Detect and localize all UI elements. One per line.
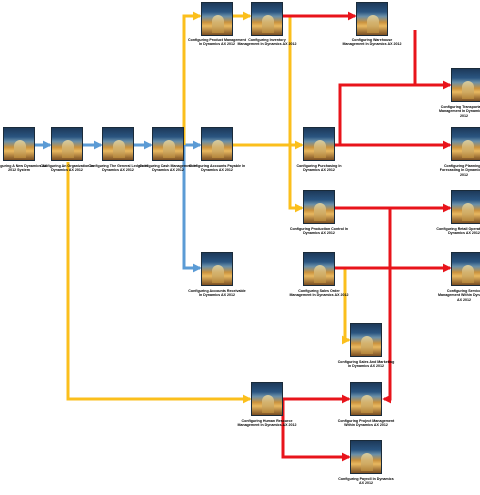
yellow-connector-10: [335, 266, 351, 345]
book-cover-sales-marketing: [350, 323, 382, 357]
book-cover-organization: [51, 127, 83, 161]
caption-service-management: Configuring Service Management Within Dy…: [438, 289, 480, 302]
caption-payroll: Configuring Payroll In Dynamics AX 2012: [338, 477, 394, 486]
caption-retail-operations: Configuring Retail Operations In Dynamic…: [436, 227, 480, 236]
caption-general-ledger: Configuring The General Ledger In Dynami…: [88, 164, 148, 173]
book-cover-warehouse-management: [356, 2, 388, 36]
caption-new-system: Configuring A New Dynamics AX 2012 Syste…: [0, 164, 47, 173]
caption-organization: Configuring An Organization In Dynamics …: [40, 164, 94, 173]
book-cover-planning-forecasting: [451, 127, 480, 161]
book-cover-transportation-management: [451, 68, 480, 102]
yellow-connector-9: [66, 162, 252, 404]
caption-accounts-receivable: Configuring Accounts Receivable In Dynam…: [188, 289, 246, 298]
red-connector-17: [382, 208, 392, 404]
book-cover-human-resource: [251, 382, 283, 416]
caption-warehouse-management: Configuring Warehouse Management In Dyna…: [342, 38, 402, 47]
book-cover-payroll: [350, 440, 382, 474]
caption-product-management: Configuring Product Management In Dynami…: [188, 38, 246, 47]
blue-connector-4: [182, 145, 202, 273]
caption-production-control: Configuring Production Control In Dynami…: [289, 227, 349, 236]
caption-purchasing: Configuring Purchasing In Dynamics AX 20…: [296, 164, 342, 173]
caption-human-resource: Configuring Human Resource Management In…: [237, 419, 297, 428]
book-cover-service-management: [451, 252, 480, 286]
book-cover-cash-management: [152, 127, 184, 161]
book-cover-new-system: [3, 127, 35, 161]
book-cover-purchasing: [303, 127, 335, 161]
caption-accounts-payable: Configuring Accounts Payable In Dynamics…: [188, 164, 246, 173]
caption-sales-order-management: Configuring Sales Order Management In Dy…: [289, 289, 349, 298]
caption-inventory-management: Configuring Inventory Management In Dyna…: [237, 38, 297, 47]
caption-project-management: Configuring Project Management Within Dy…: [337, 419, 395, 428]
red-connector-12: [335, 30, 417, 147]
book-cover-accounts-payable: [201, 127, 233, 161]
book-cover-accounts-receivable: [201, 252, 233, 286]
book-cover-retail-operations: [451, 190, 480, 224]
caption-cash-management: Configuring Cash Management In Dynamics …: [139, 164, 197, 173]
red-connector-19: [281, 399, 351, 462]
book-cover-sales-order-management: [303, 252, 335, 286]
caption-planning-forecasting: Configuring Planning & Forecasting In Dy…: [439, 164, 480, 177]
yellow-connector-5: [182, 11, 202, 145]
book-cover-production-control: [303, 190, 335, 224]
book-cover-inventory-management: [251, 2, 283, 36]
book-cover-product-management: [201, 2, 233, 36]
caption-transportation-management: Configuring Transportation Management In…: [439, 105, 480, 118]
book-cover-project-management: [350, 382, 382, 416]
book-cover-general-ledger: [102, 127, 134, 161]
caption-sales-marketing: Configuring Sales And Marketing In Dynam…: [337, 360, 395, 369]
